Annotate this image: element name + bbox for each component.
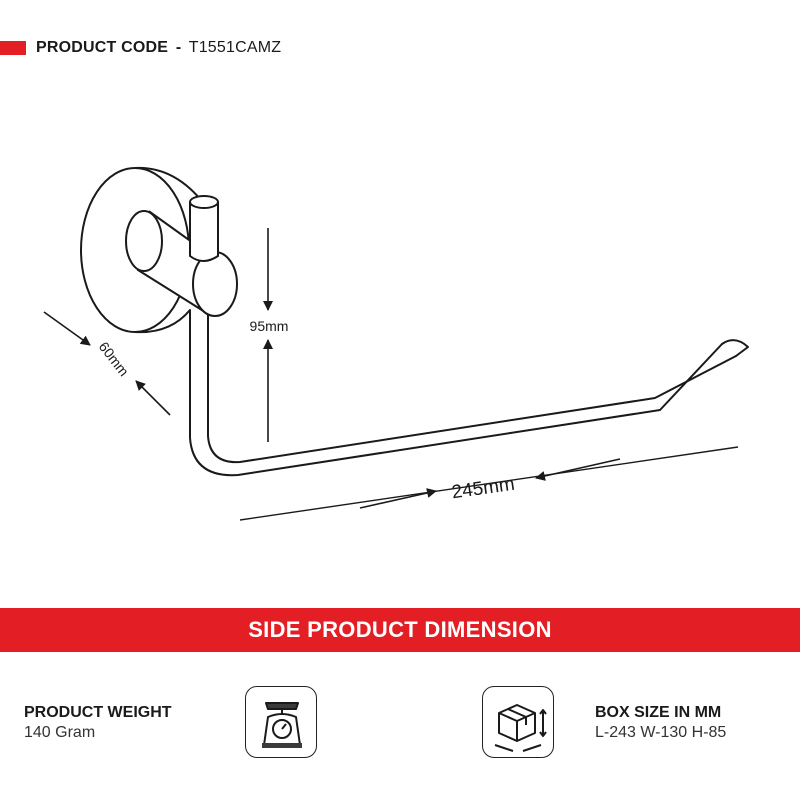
accent-bar [0,41,26,55]
length-dimension: 245mm [239,446,739,521]
depth-dimension-label: 60mm [96,339,133,380]
product-code-line: PRODUCT CODE - T1551CAMZ [36,39,281,57]
weighing-scale-icon [245,686,317,758]
holder-arm [189,309,749,477]
section-banner: SIDE PRODUCT DIMENSION [0,608,800,652]
product-weight-spec: PRODUCT WEIGHT 140 Gram [24,703,172,743]
post [125,210,238,317]
product-line-drawing: 60mm 95mm 245mm [43,166,749,521]
height-dimension-label: 95mm [250,318,289,334]
section-banner-title: SIDE PRODUCT DIMENSION [248,617,552,642]
product-code-separator: - [175,39,182,56]
box-size-value: L-243 W-130 H-85 [595,724,727,741]
product-weight-value: 140 Gram [24,724,96,741]
post-cap [189,195,219,262]
product-code-label: PRODUCT CODE [36,39,169,56]
box-size-spec: BOX SIZE IN MM L-243 W-130 H-85 [595,703,726,743]
product-code-value: T1551CAMZ [188,39,282,56]
height-dimension: 95mm [250,228,289,442]
length-dimension-label: 245mm [450,474,516,504]
product-weight-label: PRODUCT WEIGHT [24,704,172,721]
product-code-header: PRODUCT CODE - T1551CAMZ [0,36,281,60]
box-dimensions-icon [482,686,554,758]
box-size-label: BOX SIZE IN MM [595,704,722,721]
